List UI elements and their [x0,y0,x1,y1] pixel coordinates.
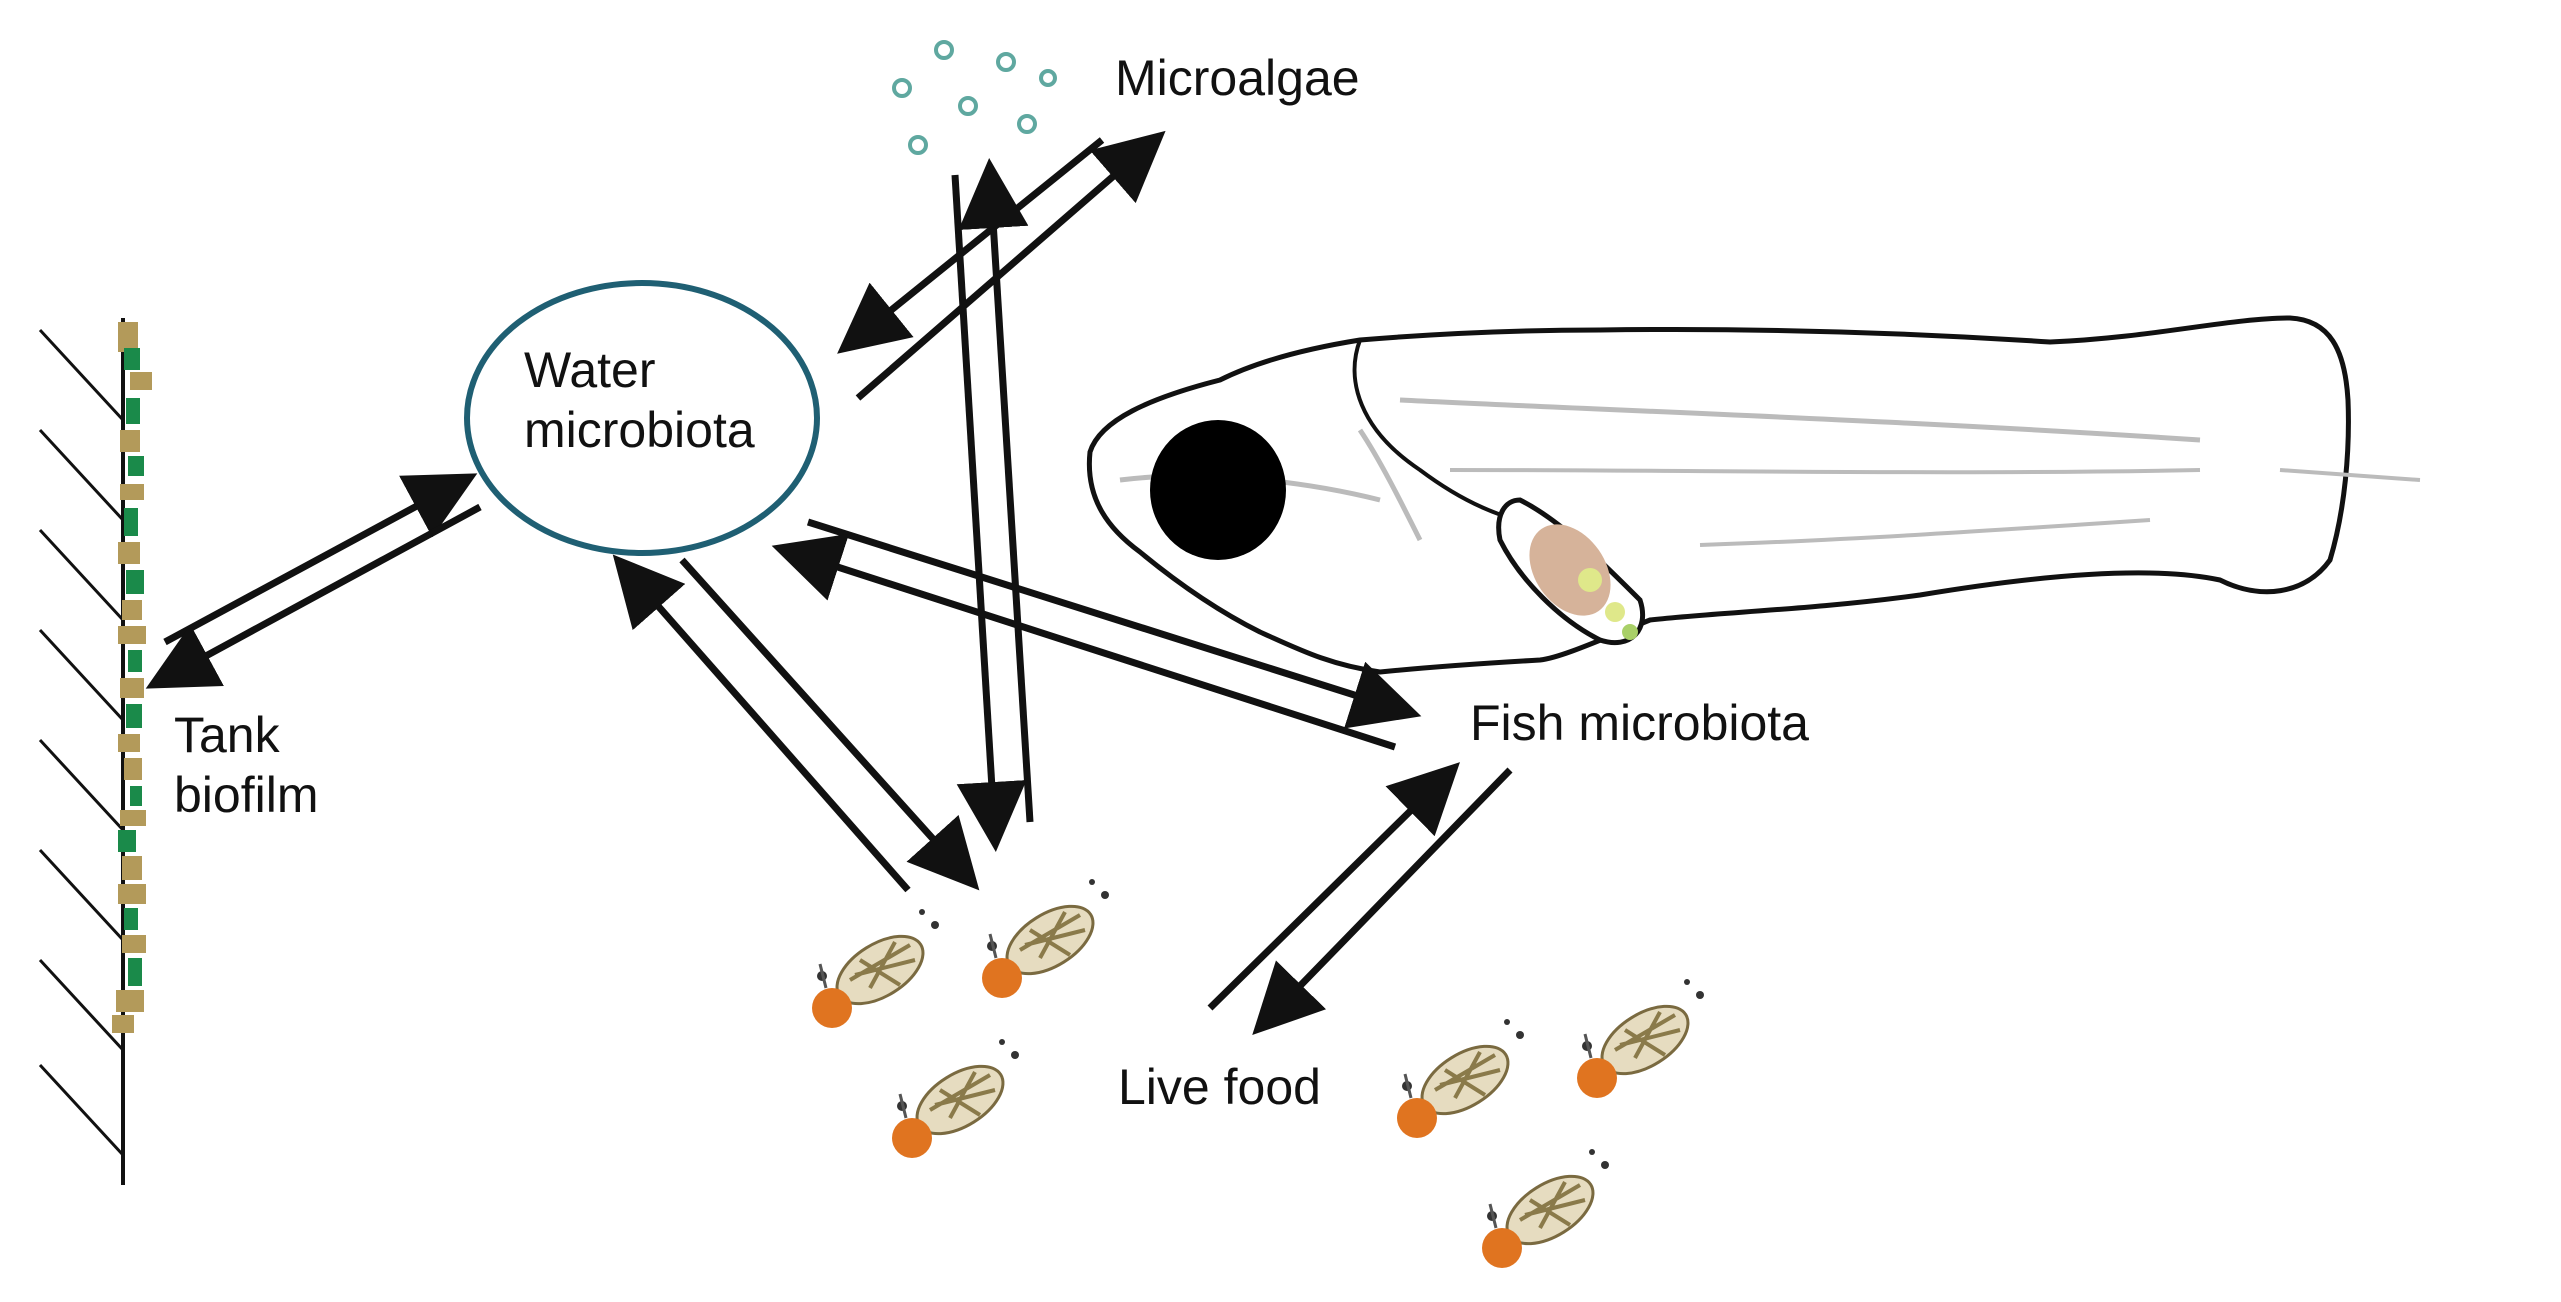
arrow-water-to-fish [806,518,1422,729]
tank-wall-icon [38,318,125,1185]
arrows [145,130,1513,1036]
arrow-water-to-microalgae [855,130,1166,401]
label-fish-microbiota: Fish microbiota [1470,695,1809,751]
arrow-microalgae-to-water [837,137,1105,354]
fish-larva-icon [1086,315,2421,675]
label-water-microbiota: Water microbiota [524,342,755,458]
arrow-fish-to-livefood [1252,767,1513,1036]
arrow-fish-to-water [771,533,1397,751]
label-microalgae: Microalgae [1115,50,1360,106]
arrow-microalgae-to-livefood [951,174,1027,852]
arrow-water-to-livefood [679,557,980,891]
biofilm-icon [112,322,152,1033]
arrow-livefood-to-microalgae [958,158,1034,823]
arrow-water-to-tank [145,503,482,689]
arrow-livefood-to-fish [1207,762,1460,1011]
arrow-livefood-to-water [612,554,911,893]
label-tank-biofilm: Tank biofilm [174,707,319,823]
water-microbiota-circle [464,280,820,556]
microalgae-cells-icon [892,40,1057,155]
label-live-food: Live food [1118,1059,1321,1115]
arrow-tank-to-water [163,473,478,646]
